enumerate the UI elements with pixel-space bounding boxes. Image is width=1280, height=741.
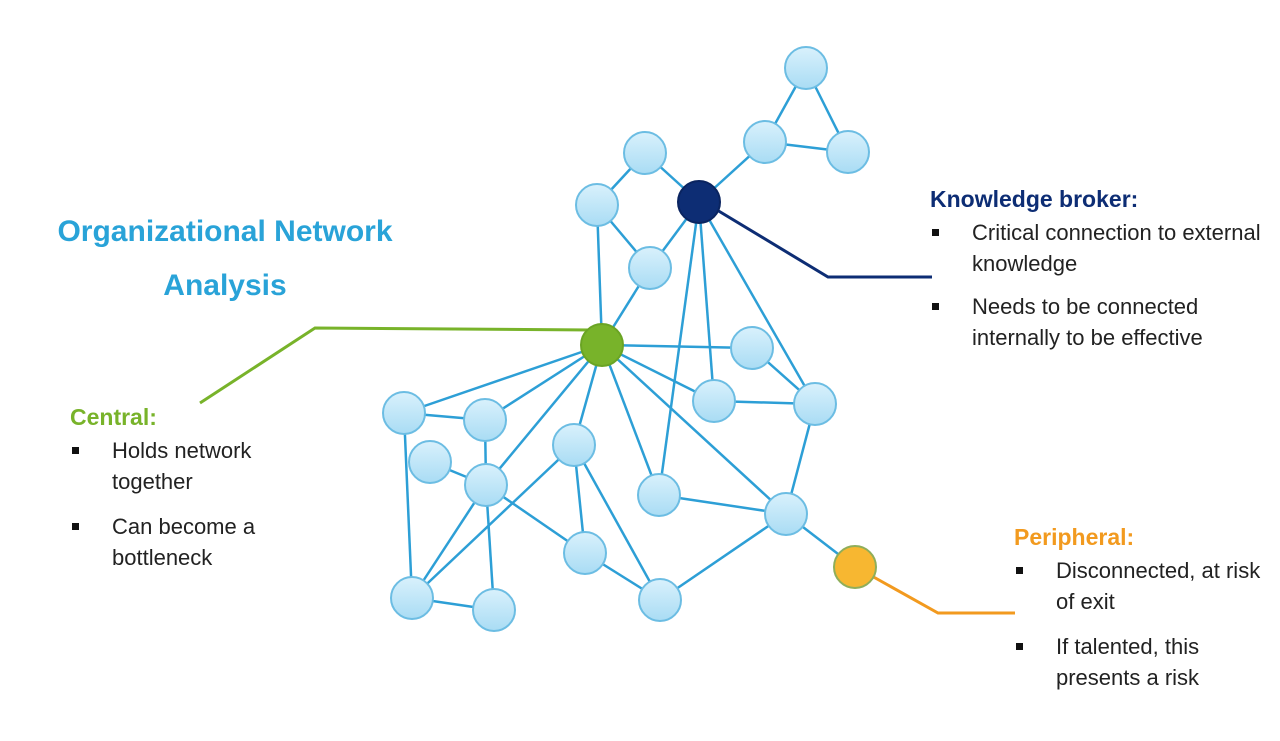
network-edge-central-n13 xyxy=(485,344,603,486)
callout-connectors xyxy=(199,205,1015,615)
list-item: Holds network together xyxy=(70,435,330,497)
network-edge-broker-n9 xyxy=(697,201,817,405)
bullet-text: Critical connection to external knowledg… xyxy=(972,220,1261,276)
network-node xyxy=(552,423,596,467)
network-node xyxy=(764,492,808,536)
broker-connector-line xyxy=(711,205,932,279)
network-edge-central-n11 xyxy=(484,343,603,422)
network-edge-n14-n18 xyxy=(411,444,575,599)
title-line-1: Organizational Network xyxy=(57,215,393,248)
broker-bullet-list: Critical connection to external knowledg… xyxy=(930,217,1270,353)
network-edge-central-n7 xyxy=(601,343,753,350)
network-node xyxy=(575,183,619,227)
network-edge-n13-n18 xyxy=(410,484,488,599)
title-line-2: Analysis xyxy=(163,269,287,302)
knowledge-broker-node xyxy=(677,180,721,224)
network-edge-n5-central xyxy=(595,204,604,346)
central-connector-line xyxy=(199,326,593,405)
central-callout: Central: Holds network together Can beco… xyxy=(70,404,330,587)
network-node xyxy=(463,398,507,442)
bullet-text: If talented, this presents a risk xyxy=(1056,634,1200,690)
bullet-icon xyxy=(1016,643,1023,650)
bullet-icon xyxy=(932,303,939,310)
page-title: Organizational Network Analysis xyxy=(20,205,430,313)
bullet-text: Holds network together xyxy=(112,438,252,494)
peripheral-bullet-list: Disconnected, at risk of exit If talente… xyxy=(1014,555,1274,693)
network-node xyxy=(408,440,452,484)
network-node xyxy=(637,473,681,517)
broker-callout: Knowledge broker: Critical connection to… xyxy=(930,186,1270,365)
list-item: Critical connection to external knowledg… xyxy=(930,217,1270,279)
bullet-text: Can become a bottleneck xyxy=(112,514,256,570)
bullet-text: Needs to be connected internally to be e… xyxy=(972,294,1203,350)
list-item: Needs to be connected internally to be e… xyxy=(930,291,1270,353)
bullet-text: Disconnected, at risk of exit xyxy=(1056,558,1261,614)
network-edge-broker-n8 xyxy=(697,201,716,402)
network-node xyxy=(826,130,870,174)
peripheral-node xyxy=(833,545,877,589)
network-edge-n16-n20 xyxy=(659,512,787,602)
network-edge-central-n16 xyxy=(601,344,787,515)
bullet-icon xyxy=(72,447,79,454)
network-node xyxy=(472,588,516,632)
list-item: If talented, this presents a risk xyxy=(1014,631,1274,693)
network-node xyxy=(784,46,828,90)
network-edge-central-n15 xyxy=(600,344,661,496)
network-edge-n10-n18 xyxy=(402,412,414,599)
central-bullet-list: Holds network together Can become a bott… xyxy=(70,435,330,573)
network-nodes xyxy=(382,46,877,632)
network-node xyxy=(793,382,837,426)
network-edge-broker-n15 xyxy=(657,201,701,496)
list-item: Can become a bottleneck xyxy=(70,511,330,573)
bullet-icon xyxy=(1016,567,1023,574)
network-edge-central-n10 xyxy=(403,343,603,415)
network-node xyxy=(638,578,682,622)
bullet-icon xyxy=(932,229,939,236)
network-node xyxy=(382,391,426,435)
network-node xyxy=(563,531,607,575)
network-node xyxy=(628,246,672,290)
network-node xyxy=(464,463,508,507)
list-item: Disconnected, at risk of exit xyxy=(1014,555,1274,617)
network-edge-n14-n20 xyxy=(572,444,662,601)
central-node xyxy=(580,323,624,367)
network-node xyxy=(730,326,774,370)
broker-heading: Knowledge broker: xyxy=(930,186,1139,212)
peripheral-heading: Peripheral: xyxy=(1014,524,1135,550)
network-node xyxy=(390,576,434,620)
bullet-icon xyxy=(72,523,79,530)
network-node xyxy=(623,131,667,175)
network-node xyxy=(692,379,736,423)
peripheral-callout: Peripheral: Disconnected, at risk of exi… xyxy=(1014,524,1274,707)
central-heading: Central: xyxy=(70,404,157,430)
network-node xyxy=(743,120,787,164)
peripheral-connector-line xyxy=(869,573,1015,615)
